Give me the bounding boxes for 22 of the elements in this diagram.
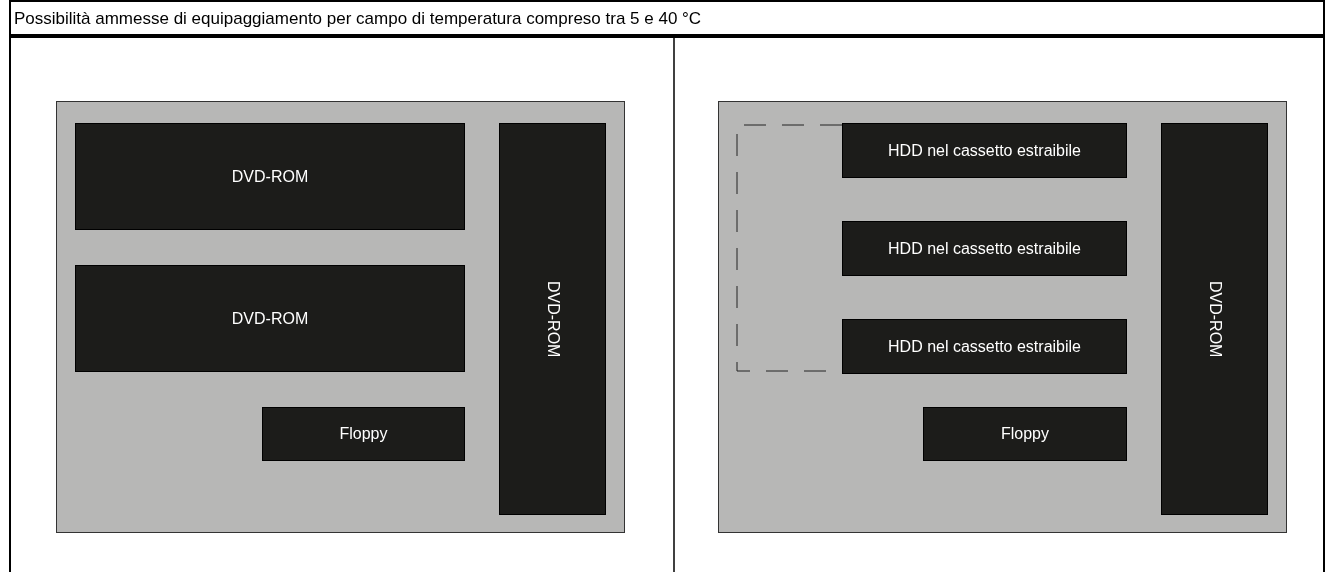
- slot-label: Floppy: [1001, 425, 1049, 443]
- slot-label: DVD-ROM: [1205, 280, 1224, 358]
- vertical-drive-slot: [1161, 123, 1268, 515]
- drive-slot: [262, 407, 465, 461]
- drive-bay-panel: [56, 101, 625, 533]
- drive-slot: [75, 265, 465, 372]
- slot-label: DVD-ROM: [543, 280, 562, 358]
- drive-slot: [842, 319, 1127, 374]
- vertical-drive-slot: [499, 123, 606, 515]
- slot-label: Floppy: [339, 425, 388, 443]
- drive-slot: [923, 407, 1127, 461]
- drive-slot: [75, 123, 465, 230]
- drive-bay-panel: [718, 101, 1287, 533]
- drive-slot: [842, 123, 1127, 178]
- dashed-outline: [736, 124, 842, 372]
- slot-label: HDD nel cassetto estraibile: [888, 239, 1081, 258]
- table-heading: Possibilità ammesse di equipaggiamento per campo di temperatura compreso tra 5 e 40 °C: [14, 9, 702, 29]
- slot-label: HDD nel cassetto estraibile: [888, 141, 1081, 160]
- drive-slot: [842, 221, 1127, 276]
- slot-label: DVD-ROM: [231, 167, 309, 186]
- slot-label: HDD nel cassetto estraibile: [888, 337, 1081, 356]
- slot-label: DVD-ROM: [231, 309, 309, 328]
